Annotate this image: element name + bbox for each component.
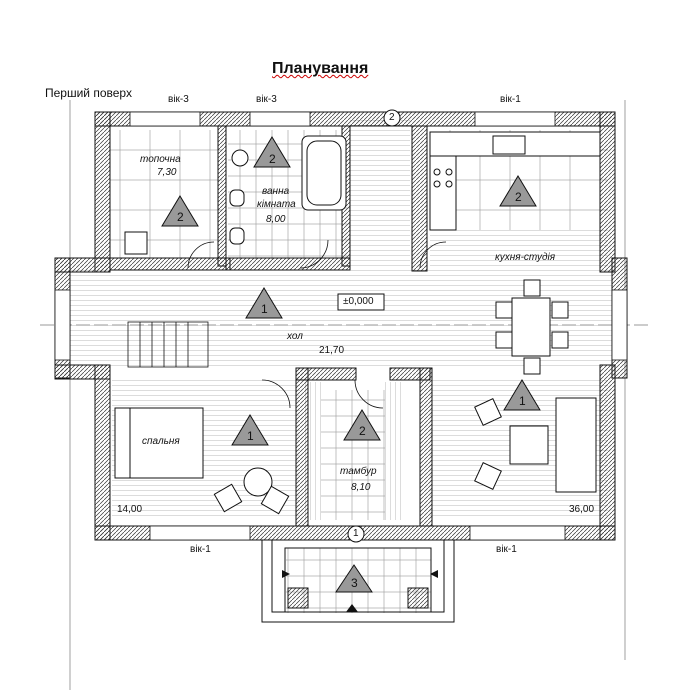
- window-label-bottom-left: вік-1: [190, 544, 211, 555]
- tambur-name: тамбур: [340, 466, 377, 477]
- level-mark: ±0,000: [343, 296, 374, 307]
- window-label-top-right: вік-1: [500, 94, 521, 105]
- bathtub: [301, 135, 347, 211]
- bathroom-name-2: кімната: [257, 199, 296, 210]
- dining-table: [511, 297, 551, 357]
- staircase: [127, 321, 209, 368]
- section-mark-top: 2: [389, 112, 395, 123]
- window-label-top-left: вік-3: [168, 94, 189, 105]
- tambur-area: 8,10: [351, 482, 371, 493]
- page-title: Планування: [272, 60, 369, 77]
- window-label-top-mid: вік-3: [256, 94, 277, 105]
- finish-marker-triangles: [161, 136, 541, 593]
- bathroom-area: 8,00: [266, 214, 286, 225]
- marker-bath: 2: [269, 152, 276, 166]
- marker-porch: 3: [351, 576, 358, 590]
- hall-name: хол: [287, 331, 303, 342]
- marker-tambur: 2: [359, 424, 366, 438]
- bedroom-name: спальня: [142, 436, 180, 447]
- marker-bedroom: 1: [247, 429, 254, 443]
- kitchen-name: кухня-студія: [495, 252, 556, 263]
- marker-living: 1: [519, 394, 526, 408]
- marker-hall: 1: [261, 302, 268, 316]
- window-label-bottom-right: вік-1: [496, 544, 517, 555]
- sofa: [555, 397, 597, 493]
- topochna-name: топочна: [140, 154, 181, 165]
- section-mark-bottom: 1: [353, 528, 359, 539]
- bedroom-area: 14,00: [117, 504, 143, 515]
- marker-topochna-low: 2: [177, 210, 184, 224]
- hall-area: 21,70: [319, 345, 345, 356]
- marker-kitchen: 2: [515, 190, 522, 204]
- topochna-area: 7,30: [157, 167, 177, 178]
- living-area: 36,00: [569, 504, 595, 515]
- floor-subtitle: Перший поверх: [45, 86, 132, 100]
- bathroom-name-1: ванна: [262, 186, 290, 197]
